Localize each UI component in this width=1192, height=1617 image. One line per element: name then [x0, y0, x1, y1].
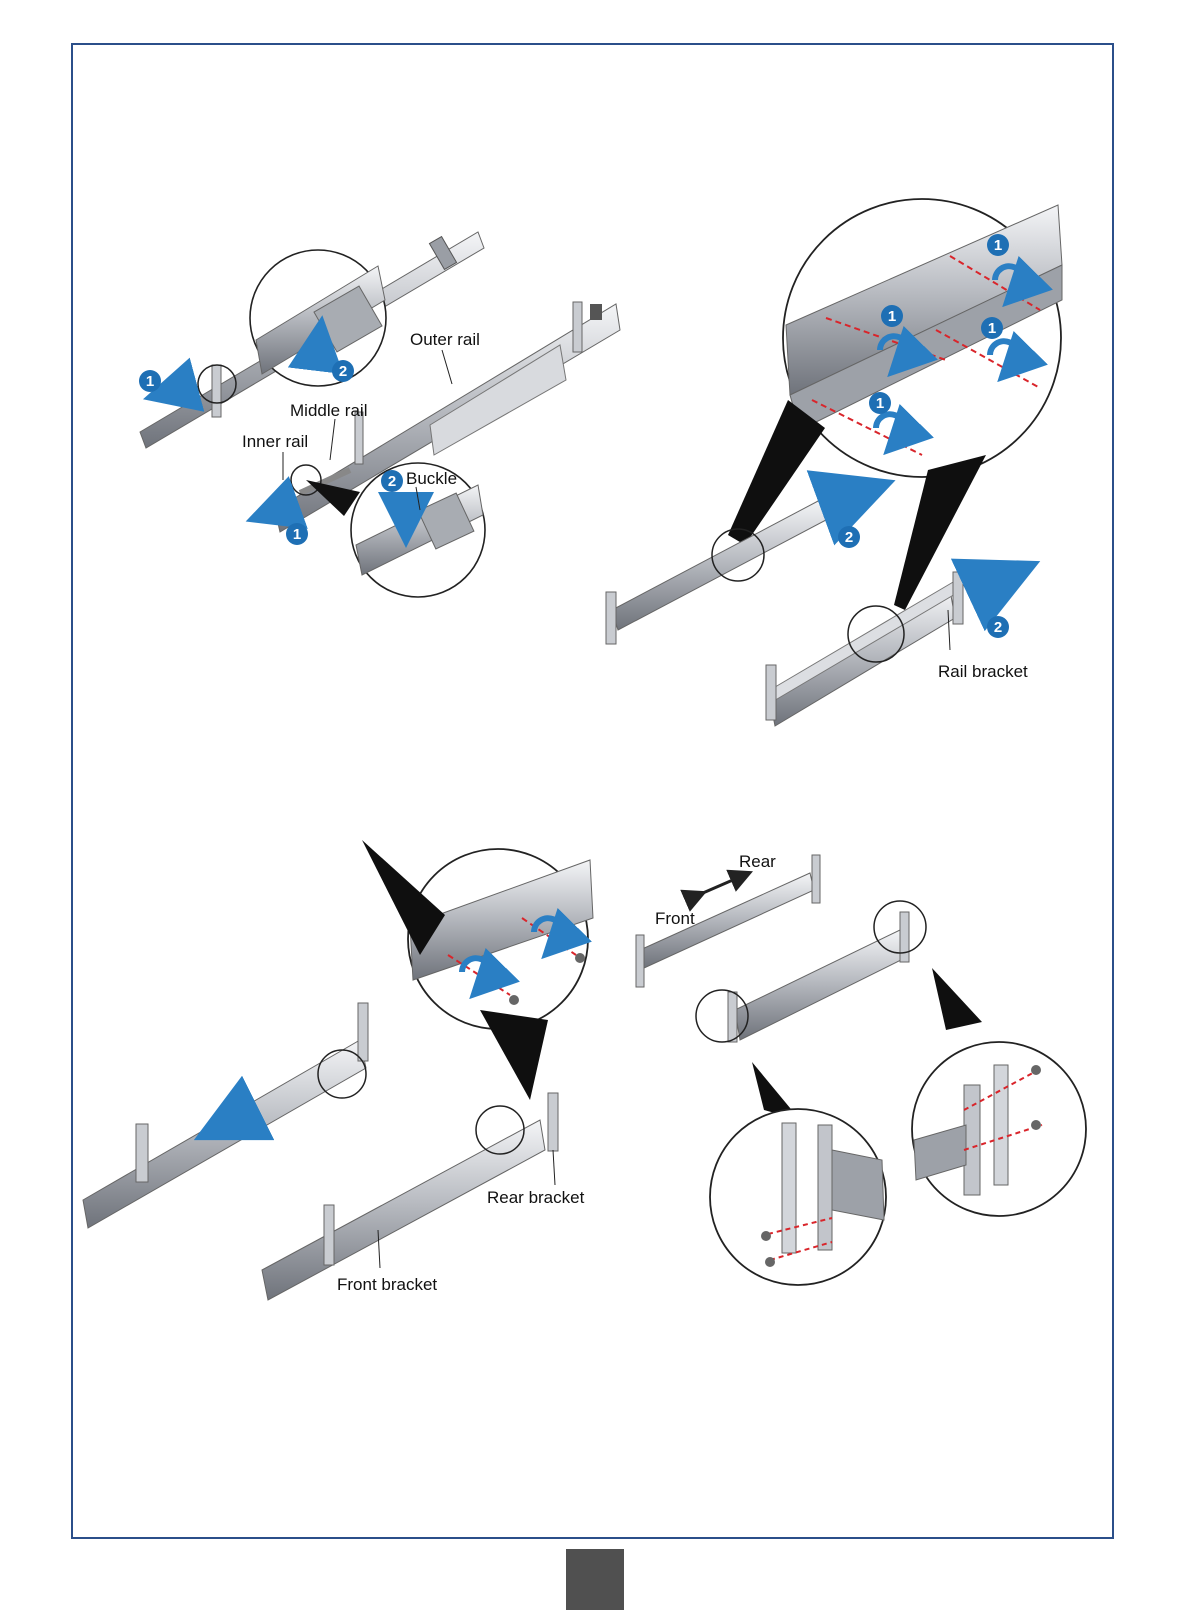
numbered-circle-icon: 2	[987, 616, 1009, 638]
screw-icon	[509, 995, 519, 1005]
panel-remove-inner-rail: 1 2 1 2 Outer rail Middle rail Inner rai…	[139, 232, 620, 597]
svg-text:2: 2	[388, 473, 396, 490]
numbered-circle-icon: 2	[838, 526, 860, 548]
screw-icon	[1031, 1065, 1041, 1075]
page-number-tab	[566, 1549, 624, 1610]
svg-text:2: 2	[845, 529, 853, 546]
panel-brackets: Rear bracket Front bracket	[83, 840, 593, 1300]
svg-text:1: 1	[146, 373, 154, 390]
panel-install-rail-bracket: 1 1 1 1 2 2 Rail bracket	[606, 199, 1062, 726]
numbered-circle-icon: 1	[286, 523, 308, 545]
svg-text:1: 1	[293, 526, 301, 543]
svg-text:2: 2	[994, 619, 1002, 636]
label-front-bracket: Front bracket	[337, 1275, 437, 1294]
svg-text:1: 1	[888, 308, 896, 325]
arrow-icon	[696, 876, 742, 896]
svg-text:1: 1	[988, 320, 996, 337]
arrow-icon	[170, 385, 196, 392]
numbered-circle-icon: 1	[981, 317, 1003, 339]
label-inner-rail: Inner rail	[242, 432, 308, 451]
numbered-circle-icon: 1	[869, 392, 891, 414]
label-front: Front	[655, 909, 695, 928]
screw-icon	[1031, 1120, 1041, 1130]
label-middle-rail: Middle rail	[290, 401, 367, 420]
rail-rack-lower	[728, 912, 909, 1042]
arrow-icon	[316, 343, 319, 368]
label-rail-bracket: Rail bracket	[938, 662, 1028, 681]
arrow-icon	[974, 578, 1004, 592]
numbered-circle-icon: 1	[881, 305, 903, 327]
svg-text:1: 1	[994, 237, 1002, 254]
screw-icon	[761, 1231, 771, 1241]
label-outer-rail: Outer rail	[410, 330, 480, 349]
svg-text:2: 2	[339, 363, 347, 380]
numbered-circle-icon: 2	[332, 360, 354, 382]
screw-icon	[575, 953, 585, 963]
label-rear-bracket: Rear bracket	[487, 1188, 585, 1207]
arrow-icon	[828, 494, 858, 505]
rail-top	[606, 500, 826, 644]
label-rear: Rear	[739, 852, 776, 871]
label-buckle: Buckle	[406, 469, 457, 488]
svg-text:1: 1	[876, 395, 884, 412]
numbered-circle-icon: 1	[987, 234, 1009, 256]
screw-icon	[765, 1257, 775, 1267]
numbered-circle-icon: 1	[139, 370, 161, 392]
panel-rack-mounting: Rear Front	[636, 852, 1086, 1285]
numbered-circle-icon: 2	[381, 470, 403, 492]
rail-bottom	[766, 572, 963, 726]
rail-long	[83, 1003, 368, 1228]
